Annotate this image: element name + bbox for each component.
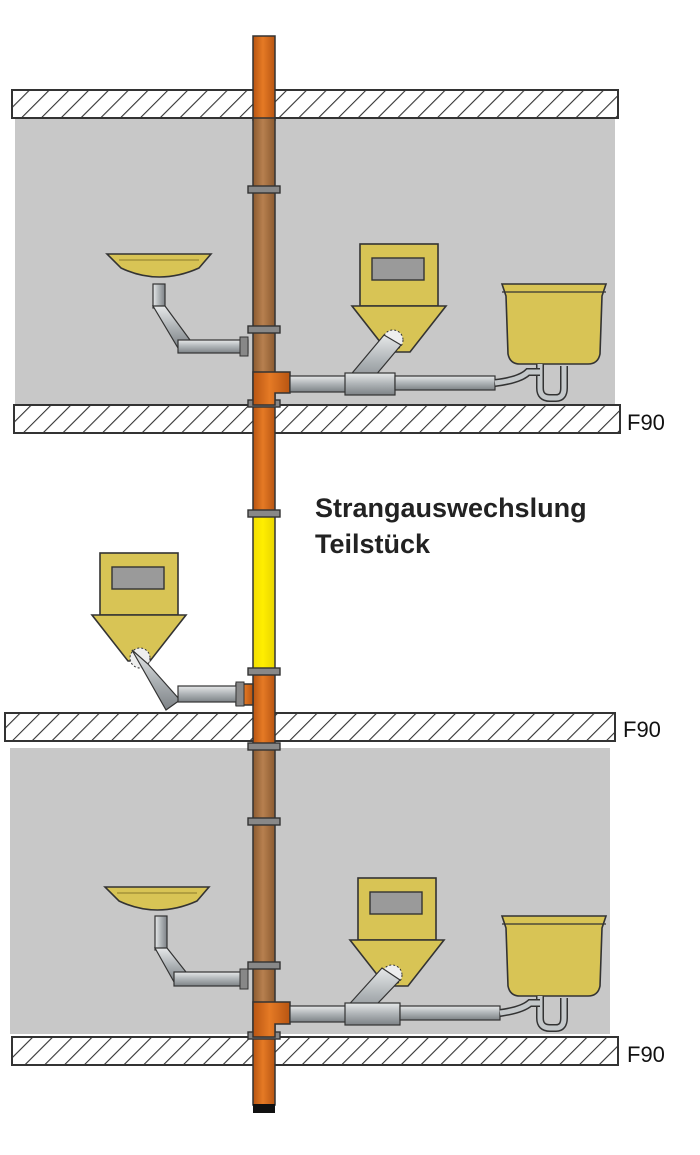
title-line-1: Strangauswechslung: [315, 493, 587, 523]
lower-branch-pipe: [289, 1002, 501, 1026]
slab-upper-f90: [13, 404, 621, 434]
toilet-icon: [91, 552, 187, 662]
title-line-2: Teilstück: [315, 529, 431, 559]
upper-branch-pipe: [289, 372, 496, 396]
lower-bathtub: [499, 915, 607, 1032]
replacement-section: [252, 514, 276, 674]
p-trap-icon: [499, 996, 568, 1032]
drain-stack: [235, 35, 291, 1113]
fire-rating-label: F90: [623, 717, 661, 742]
p-trap-icon: [494, 364, 568, 402]
fire-rating-label: F90: [627, 1042, 665, 1067]
bathtub-icon: [501, 915, 607, 997]
slab-middle-f90: [4, 712, 616, 742]
upper-washbasin: [106, 253, 249, 357]
middle-toilet: [91, 552, 245, 711]
upper-bathtub: [494, 283, 607, 402]
slab-top: [11, 89, 619, 119]
lower-washbasin: [104, 886, 249, 990]
fire-rating-label: F90: [627, 410, 665, 435]
bathtub-icon: [501, 283, 607, 365]
slab-bottom-f90: [11, 1036, 619, 1066]
